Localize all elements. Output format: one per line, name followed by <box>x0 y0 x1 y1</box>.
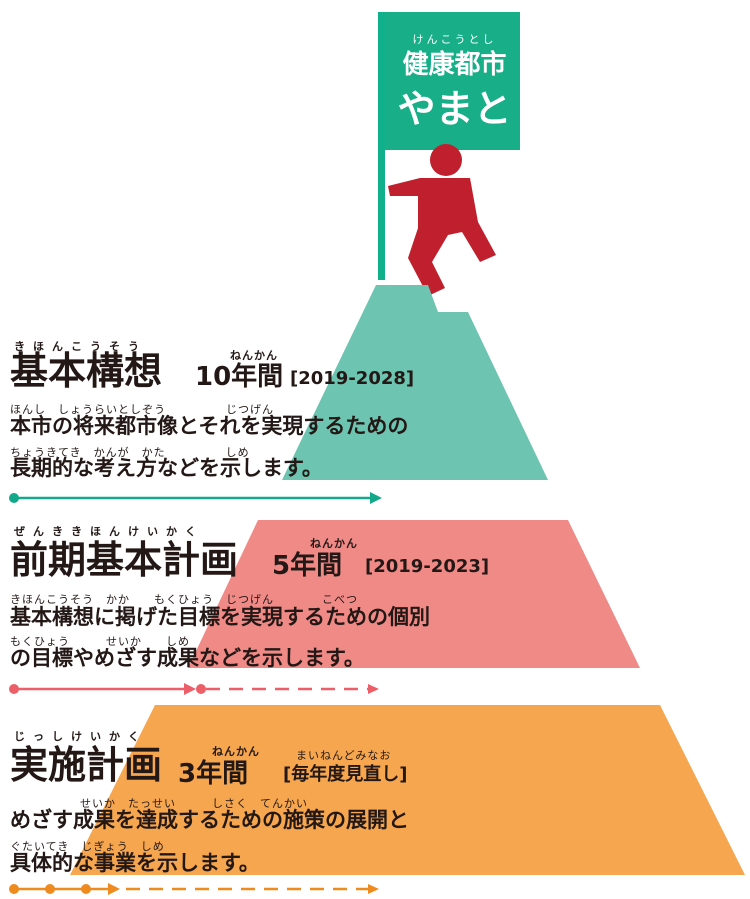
flag-title-line1: 健康都市 <box>402 50 507 80</box>
range-first-term-plan: [2019-2023] <box>365 556 490 577</box>
arrow-5-years <box>9 683 379 695</box>
desc-ruby-basic-plan-1: ほんし しょうらいとしぞう じつげん <box>10 403 274 416</box>
desc-basic-plan-2: 長期的な考え方などを示します。 <box>10 456 323 480</box>
arrow-10-years <box>9 492 382 504</box>
title-implementation-plan: 実施計画 <box>10 743 163 787</box>
range-basic-plan: [2019-2028] <box>290 368 415 389</box>
review-implementation-plan: [毎年度見直し] <box>283 764 408 785</box>
desc-ruby-implementation-plan-1: せいか たっせい しさく てんかい <box>80 797 308 810</box>
title-first-term-plan: 前期基本計画 <box>10 538 239 582</box>
desc-implementation-plan-1: めざす成果を達成するための施策の展開と <box>10 808 409 832</box>
years-basic-plan: 10年間 <box>195 362 284 392</box>
desc-first-term-plan-1: 基本構想に掲げた目標を実現するための個別 <box>10 605 430 629</box>
arrow-3-years <box>9 883 379 895</box>
desc-basic-plan-1: 本市の将来都市像とそれを実現するための <box>10 414 409 438</box>
title-ruby-implementation-plan: じっしけいかく <box>14 730 147 743</box>
desc-first-term-plan-2: の目標やめざす成果などを示します。 <box>10 646 365 670</box>
years-first-term-plan: 5年間 <box>272 551 343 581</box>
title-ruby-basic-plan: きほんこうそう <box>14 340 147 353</box>
desc-ruby-first-term-plan-2: もくひょう せいか しめ <box>10 635 190 648</box>
years-ruby-first-term-plan: ねんかん <box>310 537 358 550</box>
climber-figure <box>388 144 496 296</box>
flag-ruby: けんこうとし <box>412 33 497 46</box>
flag-title-line2: やまと <box>397 87 512 131</box>
years-ruby-basic-plan: ねんかん <box>230 349 278 362</box>
tier-bottom <box>70 705 745 875</box>
review-ruby-implementation-plan: まいねんどみなお <box>296 749 392 762</box>
desc-ruby-implementation-plan-2: ぐたいてき じぎょう しめ <box>10 840 165 853</box>
years-implementation-plan: 3年間 <box>178 759 249 789</box>
years-ruby-implementation-plan: ねんかん <box>212 745 260 758</box>
desc-ruby-first-term-plan-1: きほんこうそう かか もくひょう じつげん こべつ <box>10 593 358 606</box>
flag-pole <box>378 12 385 280</box>
tier-top <box>282 285 548 480</box>
flag <box>385 12 520 150</box>
desc-implementation-plan-2: 具体的な事業を示します。 <box>10 851 260 875</box>
tier-middle <box>188 520 640 668</box>
title-ruby-first-term-plan: ぜんききほんけいかく <box>14 525 204 538</box>
desc-ruby-basic-plan-2: ちょうきてき かんが かた しめ <box>10 446 250 459</box>
title-basic-plan: 基本構想 <box>10 349 163 393</box>
